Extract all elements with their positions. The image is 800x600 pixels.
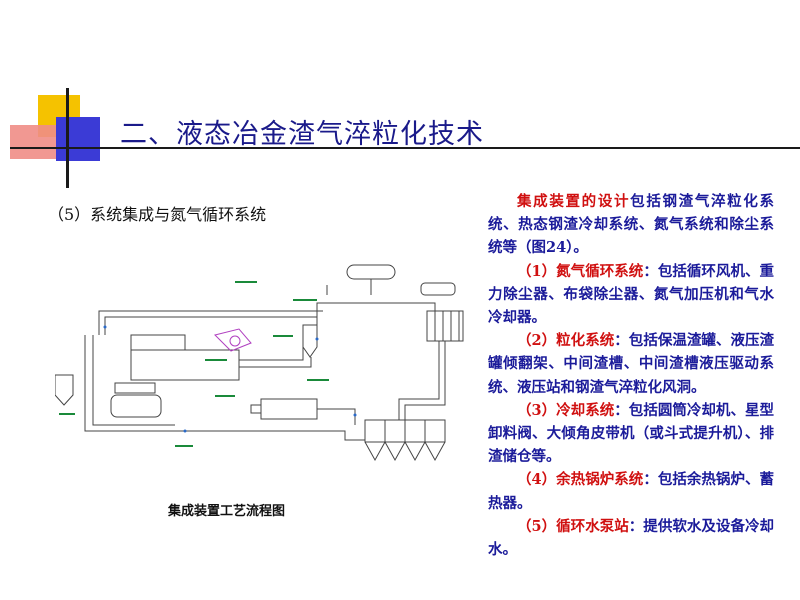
pipe-top-outer xyxy=(98,310,323,335)
paragraph-body: ：包括圆筒冷却机、星型卸料阀、大倾角皮带机（或斗式提升机）、排渣储仓等。 xyxy=(488,401,775,466)
paragraph-highlight: 集成装置的设计 xyxy=(517,193,631,210)
paragraph-highlight: （2）粒化系统 xyxy=(517,332,615,350)
paragraph-design: 集成装置的设计包括钢渣气淬粒化系统、热态钢渣冷却系统、氮气系统和除尘系统等（图2… xyxy=(488,190,774,260)
paragraph-pump-station: （5）循环水泵站：提供软水及设备冷却水。 xyxy=(488,515,774,561)
paragraph-highlight: （4）余热锅炉系统 xyxy=(517,471,644,489)
gravity-dust-collector xyxy=(302,324,318,358)
paragraph-granulation-system: （2）粒化系统：包括保温渣罐、液压渣罐倾翻架、中间渣槽、中间渣槽液压驱动系统、液… xyxy=(488,329,774,399)
section-subtitle: （5）系统集成与氮气循环系统 xyxy=(48,205,267,224)
gas-tank-top xyxy=(346,264,396,280)
paragraph-boiler-system: （4）余热锅炉系统：包括余热锅炉、蓄热器。 xyxy=(488,468,774,514)
paragraph-cooling-system: （3）冷却系统：包括圆筒冷却机、星型卸料阀、大倾角皮带机（或斗式提升机）、排渣储… xyxy=(488,399,774,469)
title-underline xyxy=(10,147,800,149)
granulation-chamber xyxy=(130,349,240,381)
paragraph-body: 包括钢渣气淬粒化系统、热态钢渣冷却系统、氮气系统和除尘系统等（图24）。 xyxy=(488,193,775,257)
decor-blue-square xyxy=(56,117,100,161)
paragraph-body: ：包括余热锅炉、蓄热器。 xyxy=(488,471,775,512)
hopper xyxy=(114,382,156,394)
cooler-top xyxy=(420,282,456,296)
storage-bin xyxy=(55,374,74,406)
heat-exchanger xyxy=(426,310,464,342)
paragraph-nitrogen-system: （1）氮气循环系统：包括循环风机、重力除尘器、布袋除尘器、氮气加压机和气水冷却器… xyxy=(488,260,774,330)
pipe-top xyxy=(104,316,318,335)
cylinder-cooler xyxy=(110,394,162,418)
paragraph-body: ：包括保温渣罐、液压渣罐倾翻架、中间渣槽、中间渣槽液压驱动系统、液压站和钢渣气淬… xyxy=(488,332,775,396)
slide-title: 二、液态冶金渣气淬粒化技术 xyxy=(120,119,484,150)
paragraph-highlight: （1）氮气循环系统 xyxy=(517,262,644,280)
paragraph-body: ：提供软水及设备冷却水。 xyxy=(488,517,774,559)
figure-caption: 集成装置工艺流程图 xyxy=(168,504,286,519)
description-text: 集成装置的设计包括钢渣气淬粒化系统、热态钢渣冷却系统、氮气系统和除尘系统等（图2… xyxy=(488,190,774,561)
decor-vertical-line xyxy=(66,88,69,188)
blower xyxy=(260,398,318,420)
paragraph-body: ：包括循环风机、重力除尘器、布袋除尘器、氮气加压机和气水冷却器。 xyxy=(488,262,775,327)
paragraph-highlight: （3）冷却系统 xyxy=(517,401,615,419)
paragraph-highlight: （5）循环水泵站 xyxy=(517,517,629,535)
slag-tilting-frame xyxy=(214,328,252,352)
process-flow-diagram xyxy=(55,264,464,462)
